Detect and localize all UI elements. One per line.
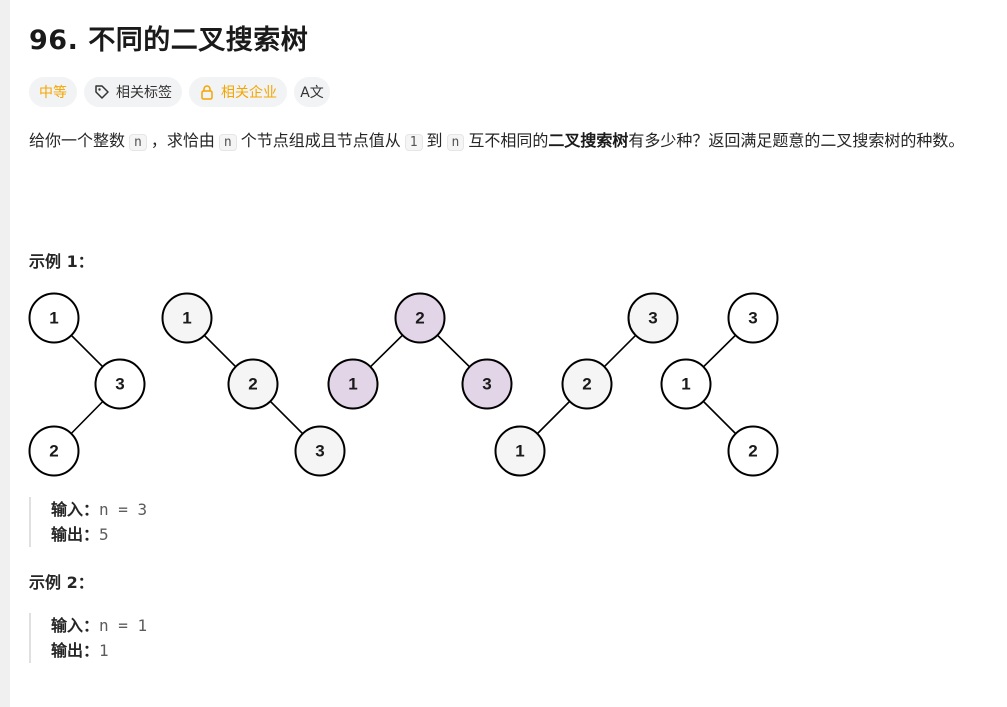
tree-node — [327, 358, 379, 410]
example-1-block: 输入：n = 3 输出：5 — [29, 497, 147, 547]
tree-node-label: 3 — [648, 309, 657, 328]
tree-node — [227, 358, 279, 410]
tree-node-label: 1 — [681, 375, 690, 394]
tree-node — [28, 292, 80, 344]
related-tags-button[interactable]: 相关标签 — [84, 77, 182, 107]
tree-1: 1 3 2 — [28, 292, 146, 477]
tree-node-label: 1 — [49, 309, 58, 328]
inline-code: 1 — [404, 134, 423, 151]
tree-node — [660, 358, 712, 410]
tag-row: 中等 相关标签 相关企业 A文 — [29, 77, 330, 107]
related-companies-label: 相关企业 — [221, 85, 277, 101]
input-label: 输入： — [51, 616, 100, 635]
input-value: n = 1 — [99, 616, 148, 635]
tree-4: 3 2 1 — [494, 292, 679, 477]
tree-node — [494, 425, 546, 477]
example-2-title: 示例 2： — [29, 573, 94, 592]
tree-node-label: 3 — [115, 375, 124, 394]
tree-node — [28, 425, 80, 477]
input-label: 输入： — [51, 500, 100, 519]
output-value: 1 — [99, 641, 109, 660]
example-2-block: 输入：n = 1 输出：1 — [29, 613, 147, 663]
tree-node-label: 1 — [515, 442, 524, 461]
related-companies-button[interactable]: 相关企业 — [189, 77, 287, 107]
bold-term: 二叉搜索树 — [548, 131, 629, 150]
tree-node-label: 2 — [415, 309, 424, 328]
tree-node — [394, 292, 446, 344]
tree-node — [727, 292, 779, 344]
translate-button[interactable]: A文 — [294, 77, 330, 107]
left-panel-edge — [0, 0, 10, 707]
input-value: n = 3 — [99, 500, 148, 519]
translate-icon: A文 — [300, 85, 324, 101]
bst-diagram: 1 3 2 1 2 3 2 1 3 3 2 1 3 — [28, 292, 779, 477]
tree-node-label: 2 — [582, 375, 591, 394]
output-value: 5 — [99, 525, 109, 544]
problem-title: 96. 不同的二叉搜索树 — [29, 25, 309, 56]
tree-node — [727, 425, 779, 477]
tree-node-label: 1 — [348, 375, 357, 394]
tree-node-label: 2 — [748, 442, 757, 461]
example-1-title: 示例 1： — [29, 252, 94, 271]
inline-code: n — [446, 134, 465, 151]
tree-3: 2 1 3 — [327, 292, 513, 410]
inline-code: n — [218, 134, 237, 151]
tree-node-label: 2 — [248, 375, 257, 394]
tree-node — [627, 292, 679, 344]
tree-node-label: 2 — [49, 442, 58, 461]
difficulty-badge: 中等 — [29, 77, 77, 107]
tree-node-label: 3 — [482, 375, 491, 394]
tree-node — [94, 358, 146, 410]
tree-node — [561, 358, 613, 410]
inline-code: n — [129, 134, 147, 151]
tree-node — [461, 358, 513, 410]
tree-node — [294, 425, 346, 477]
related-tags-label: 相关标签 — [116, 85, 172, 101]
lock-icon — [201, 85, 213, 100]
output-label: 输出： — [51, 641, 100, 660]
tree-node — [161, 292, 213, 344]
tree-node-label: 1 — [182, 309, 191, 328]
tag-icon — [95, 85, 109, 99]
tree-node-label: 3 — [315, 442, 324, 461]
tree-node-label: 3 — [748, 309, 757, 328]
tree-5: 3 1 2 — [660, 292, 779, 477]
output-label: 输出： — [51, 525, 100, 544]
tree-2: 1 2 3 — [161, 292, 346, 477]
